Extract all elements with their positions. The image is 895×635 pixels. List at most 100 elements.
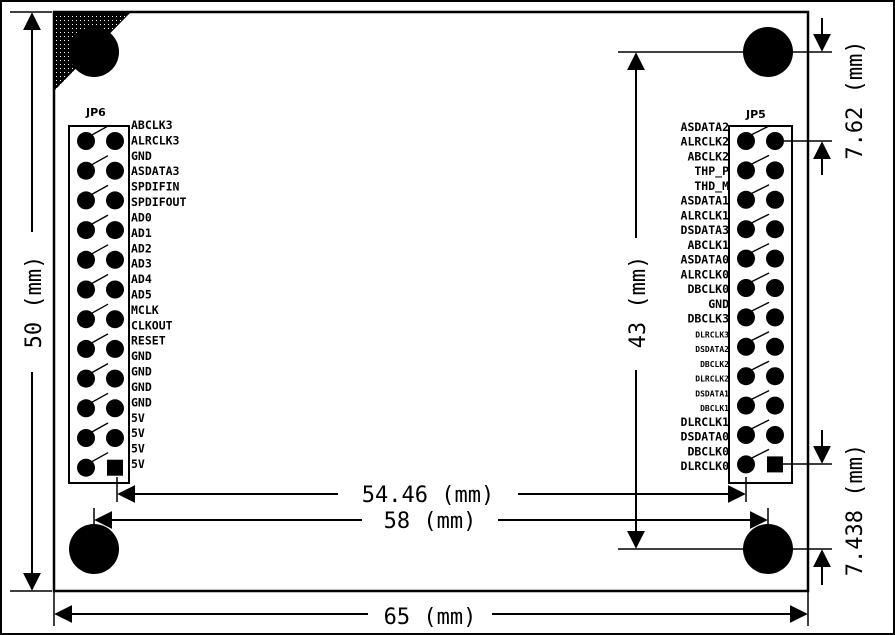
jp6-pin <box>106 132 124 150</box>
jp6-pin <box>106 280 124 299</box>
jp6-pin-label: GND <box>131 365 152 379</box>
jp5-pin <box>766 337 784 356</box>
jp6-trace <box>89 184 109 197</box>
jp6-pin <box>106 399 124 418</box>
jp6-trace <box>89 362 109 375</box>
jp5-pin <box>737 426 755 444</box>
jp5-pin <box>766 367 784 386</box>
jp5-pin <box>737 249 755 268</box>
dimension-5446: 54.46 (mm) <box>116 477 747 508</box>
jp5-pin <box>766 220 784 239</box>
jp6-pin-label: ASDATA3 <box>131 164 180 178</box>
jp5-pin <box>737 308 755 327</box>
jp5-pin <box>766 190 784 209</box>
jp6-pin-label: 5V <box>131 457 145 471</box>
mounting-hole-bottom-right <box>743 524 793 574</box>
jp6-pin-label: GND <box>131 349 152 363</box>
jp6-trace <box>89 333 109 345</box>
jp6-trace <box>89 303 109 315</box>
dimension-50: 50 (mm) <box>10 11 52 592</box>
jp6-pin-label: AD2 <box>131 241 152 255</box>
jp5-pin-label: DBCLK3 <box>687 312 729 326</box>
dimension-43: 43 (mm) <box>618 51 745 550</box>
jp5-pin-label: DBCLK1 <box>700 404 729 413</box>
jp5-pin <box>766 426 784 444</box>
jp5-pin-label: DSDATA0 <box>681 430 730 444</box>
jp5-outline <box>728 125 793 484</box>
jp5-pin-label: ASDATA2 <box>681 120 729 134</box>
jp5-pin <box>737 367 755 386</box>
jp5-trace <box>750 301 770 313</box>
dimension-43-label: 43 (mm) <box>626 256 651 349</box>
jp6-pin <box>106 221 124 240</box>
jp6-pins <box>77 125 124 477</box>
jp6-pin <box>106 429 124 447</box>
jp6-pin <box>106 191 124 210</box>
dimension-65: 65 (mm) <box>53 592 809 630</box>
dimension-7438-label: 7.438 (mm) <box>843 444 868 576</box>
jp5-pin <box>737 190 755 209</box>
jp6-trace <box>89 214 109 226</box>
jp5-pin <box>737 337 755 356</box>
jp5-pin-label: DLRCLK3 <box>695 330 729 339</box>
jp5-pin-label: ALRCLK0 <box>681 267 730 281</box>
jp6-pin-label: MCLK <box>131 303 159 317</box>
jp6-pin-label: 5V <box>131 411 145 425</box>
jp6-pin <box>106 161 124 180</box>
jp6-pin-label: GND <box>131 380 152 394</box>
jp6-trace <box>89 273 109 286</box>
jp5-pins <box>737 125 784 474</box>
jp5-pin-label: DSDATA1 <box>695 389 729 398</box>
jp6-labels: ABCLK3ALRCLK3GNDASDATA3SPDIFINSPDIFOUTAD… <box>131 118 186 471</box>
jp5-trace <box>750 125 770 136</box>
jp6-trace <box>89 422 109 434</box>
jp5-pin-label: ALRCLK1 <box>681 208 730 222</box>
jp6-pin <box>106 310 124 329</box>
jp6-pin <box>106 339 124 358</box>
jp6-trace <box>89 452 109 464</box>
jp5-pin-label: DLRCLK1 <box>681 415 730 429</box>
jp6-pin-label: GND <box>131 149 152 163</box>
jp5-pin-label: DBCLK0 <box>687 444 729 458</box>
jp5-pin-square <box>767 456 783 473</box>
jp5-pin-label: DSDATA3 <box>681 223 730 237</box>
jp5-pin-label: ASDATA0 <box>681 253 730 267</box>
jp5-trace <box>750 213 770 224</box>
jp6-trace <box>89 125 109 137</box>
jp5-pin <box>737 279 755 297</box>
jp5-pin <box>766 279 784 297</box>
jp5-trace <box>750 154 770 166</box>
jp5-labels: ASDATA2ALRCLK2ABCLK2THP_PTHD_MASDATA1ALR… <box>681 120 730 473</box>
jp6-pin-label: RESET <box>131 334 166 348</box>
connector-jp6: JP6 ABCLK3ALRCLK3GNDASDATA3SPDIFINSPDIFO… <box>68 106 186 484</box>
jp6-pin-label: SPDIFOUT <box>131 195 186 209</box>
dimension-65-label: 65 (mm) <box>384 605 477 630</box>
jp6-pin-label: 5V <box>131 426 145 440</box>
jp5-pin <box>737 132 755 150</box>
jp5-header: JP5 <box>745 108 766 121</box>
connector-jp5: JP5 ASDATA2ALRCLK2ABCLK2THP_PTHD_MASDATA… <box>681 108 793 484</box>
dimension-58: 58 (mm) <box>93 508 769 534</box>
mounting-hole-top-right <box>743 27 793 77</box>
jp5-pin <box>766 161 784 180</box>
jp5-trace <box>750 331 770 342</box>
jp6-pin-label: CLKOUT <box>131 318 173 332</box>
jp5-trace <box>750 184 770 195</box>
dimension-50-label: 50 (mm) <box>22 256 47 349</box>
jp5-pin-label: DLRCLK0 <box>681 459 730 473</box>
mounting-hole-bottom-left <box>69 524 119 574</box>
jp5-pin <box>737 161 755 180</box>
jp6-pin-label: AD1 <box>131 226 152 240</box>
jp6-header: JP6 <box>85 106 106 119</box>
jp5-pin <box>766 308 784 327</box>
jp5-pin-label: DBCLK2 <box>700 360 729 369</box>
jp6-pin <box>106 369 124 388</box>
jp5-trace <box>750 272 770 283</box>
jp6-pin-label: 5V <box>131 442 145 456</box>
jp5-trace <box>750 419 770 430</box>
jp6-trace <box>89 392 109 404</box>
jp5-pin-label: DBCLK0 <box>687 282 729 296</box>
jp5-pin <box>737 220 755 239</box>
